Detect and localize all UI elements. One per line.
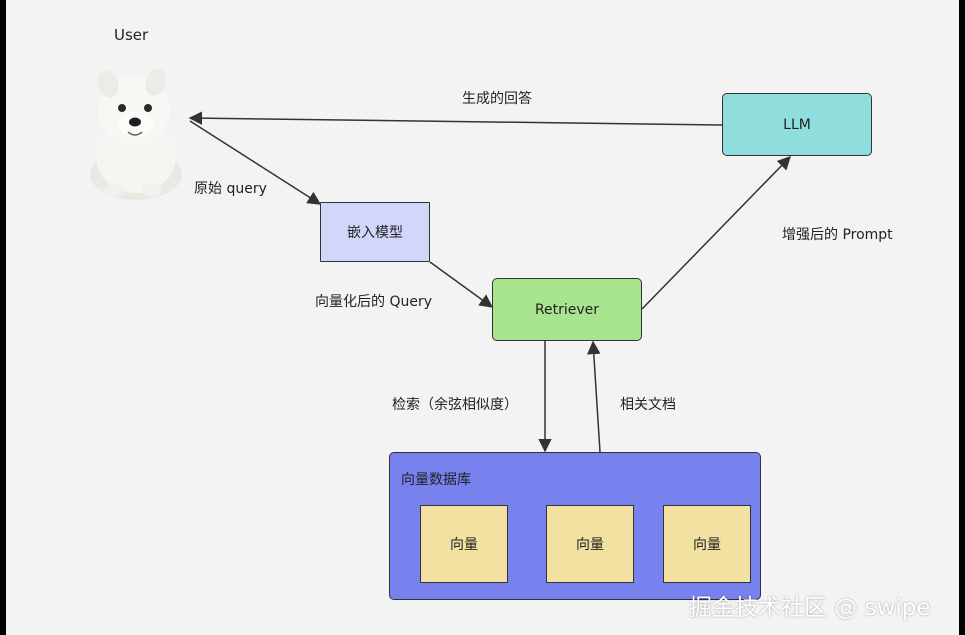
arrow-embed-to-retriever [429, 261, 494, 308]
llm-node: LLM [722, 93, 872, 156]
vector-item: 向量 [546, 505, 634, 583]
arrow-user-to-embed [189, 120, 322, 205]
connector-layer [188, 111, 791, 453]
edge-label-search-similarity: 检索（余弦相似度） [392, 397, 518, 413]
watermark-text: 掘金技术社区 @ swipe [689, 595, 931, 621]
vector-database: 向量数据库 向量 向量 向量 [389, 452, 761, 600]
diagram-canvas: User 原始 query 生成的回答 增强后的 Prompt 向量化后的 Qu… [6, 0, 959, 635]
edge-label-original-query: 原始 query [194, 181, 267, 197]
arrow-retriever-to-llm [641, 156, 791, 310]
vector-item: 向量 [663, 505, 751, 583]
edge-label-vectorized-query: 向量化后的 Query [315, 294, 432, 310]
arrow-vdb-to-retriever [587, 340, 601, 453]
user-label: User [114, 26, 149, 44]
edge-label-generated-answer: 生成的回答 [462, 91, 532, 107]
embed-model-node: 嵌入模型 [320, 202, 430, 262]
vector-item: 向量 [420, 505, 508, 583]
retriever-node: Retriever [492, 278, 642, 341]
edge-label-augmented-prompt: 增强后的 Prompt [782, 227, 893, 243]
edge-label-related-docs: 相关文档 [620, 397, 676, 413]
user-dog-image [90, 68, 182, 200]
vector-database-title: 向量数据库 [401, 472, 471, 488]
arrow-llm-to-user [188, 111, 723, 126]
